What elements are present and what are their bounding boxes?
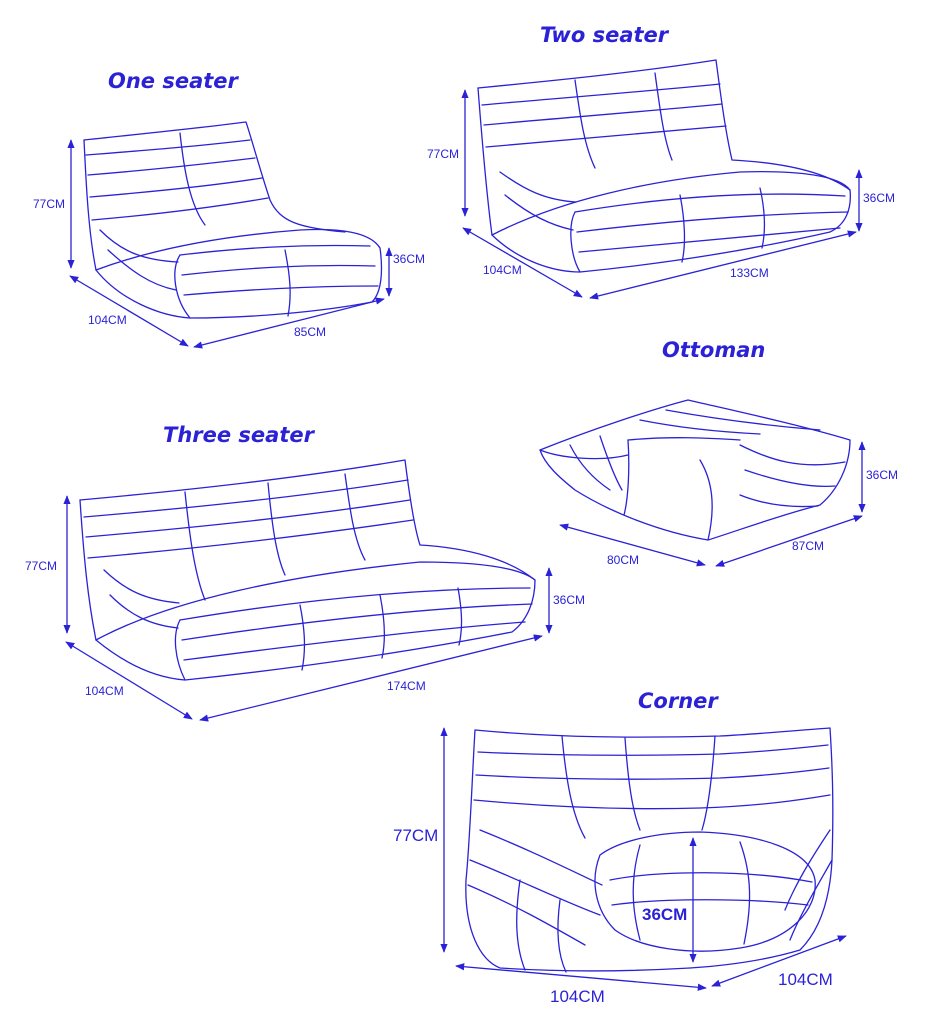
corner-height-label: 77CM [393, 826, 438, 845]
one-seater-group: One seater 77CM 36CM 104CM 85CM [33, 69, 425, 349]
corner-seat-height-label: 36CM [642, 905, 687, 924]
ottoman-width-label: 87CM [792, 539, 824, 553]
corner-group: Corner 77CM 36CM [393, 689, 847, 1006]
corner-width-label: 104CM [550, 987, 605, 1006]
one-seater-seat-height-label: 36CM [393, 252, 425, 266]
three-seater-depth-label: 104CM [85, 684, 124, 698]
three-seater-drawing [79, 459, 536, 681]
one-seater-width-label: 85CM [294, 325, 326, 339]
three-seater-title: Three seater [163, 423, 316, 447]
ottoman-title: Ottoman [662, 338, 765, 362]
one-seater-depth-label: 104CM [88, 313, 127, 327]
ottoman-group: Ottoman 36CM 80CM 87CM [539, 338, 898, 567]
one-seater-title: One seater [108, 69, 240, 93]
two-seater-height-label: 77CM [427, 147, 459, 161]
two-seater-depth-label: 104CM [483, 263, 522, 277]
three-seater-group: Three seater 77CM 36CM 104CM [25, 423, 585, 722]
two-seater-seat-height-label: 36CM [863, 191, 895, 205]
one-seater-height-label: 77CM [33, 197, 65, 211]
ottoman-depth-label: 80CM [607, 553, 639, 567]
corner-drawing [465, 727, 834, 973]
corner-depth-label: 104CM [778, 970, 833, 989]
three-seater-seat-height-label: 36CM [553, 593, 585, 607]
two-seater-group: Two seater 77CM 36CM 104CM 133CM [427, 23, 895, 300]
two-seater-drawing [477, 59, 851, 273]
ottoman-height-label: 36CM [866, 468, 898, 482]
one-seater-drawing [83, 121, 383, 319]
corner-title: Corner [638, 689, 719, 713]
two-seater-title: Two seater [540, 23, 670, 47]
three-seater-width-label: 174CM [387, 679, 426, 693]
two-seater-width-label: 133CM [730, 266, 769, 280]
three-seater-height-label: 77CM [25, 559, 57, 573]
ottoman-drawing [539, 399, 851, 541]
